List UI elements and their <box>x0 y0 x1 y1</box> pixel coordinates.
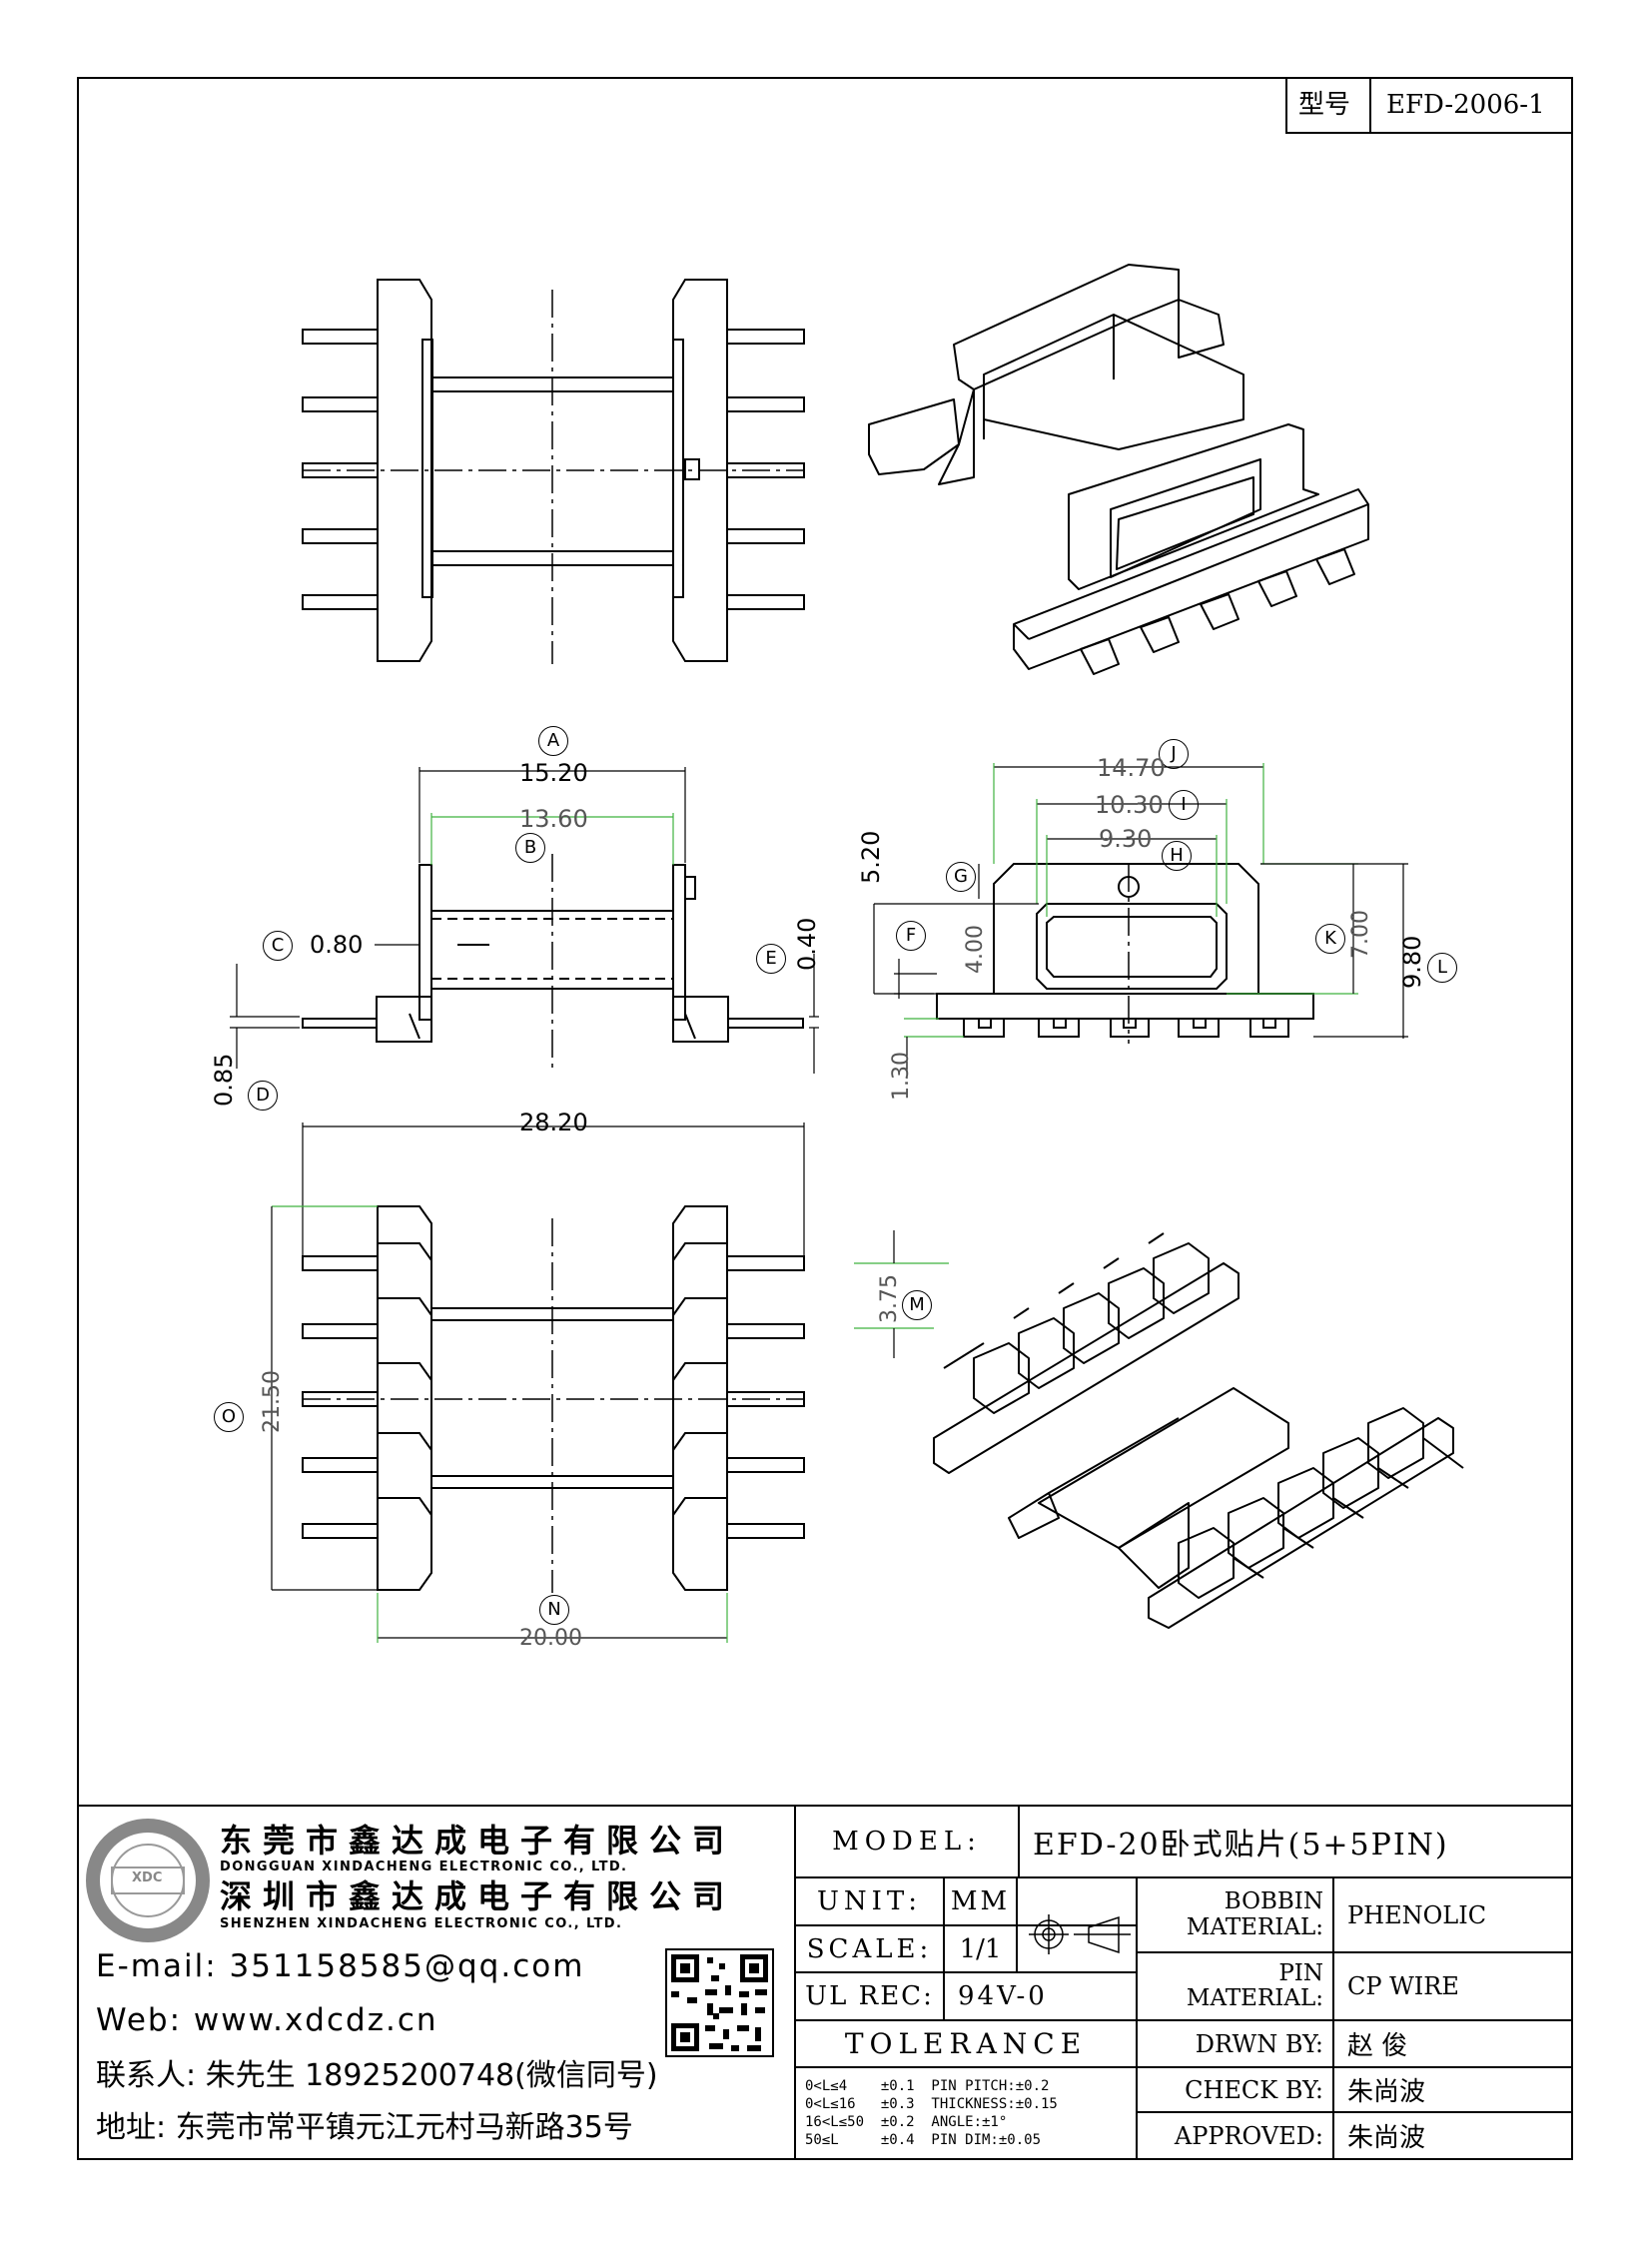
dim-label-d: D <box>248 1081 278 1111</box>
dim-label-a: A <box>538 726 568 756</box>
dim-label-l: L <box>1427 953 1457 983</box>
dim-label-n: N <box>539 1595 569 1625</box>
dim-value-n: 20.00 <box>519 1626 582 1651</box>
dim-value-pin-span: 28.20 <box>519 1109 588 1136</box>
pin <box>302 329 379 345</box>
tb-scale-label: SCALE: <box>806 1933 933 1964</box>
dim-label-i: I <box>1169 790 1199 820</box>
tb-tolerance-row-4: 50≤L ±0.4 PIN DIM:±0.05 <box>805 2132 1042 2148</box>
side-view-dims <box>873 763 1408 1079</box>
iso-bottom-dims <box>854 1230 949 1358</box>
dim-value-e: 0.40 <box>793 917 821 971</box>
pin <box>302 528 379 544</box>
tb-scale-value: 1/1 <box>959 1933 1002 1964</box>
company-address: 地址: 东莞市常平镇元江元村马新路35号 <box>96 2110 633 2145</box>
dim-value-g: 5.20 <box>857 830 885 884</box>
dim-label-c: C <box>263 931 293 961</box>
bottom-view <box>302 1205 805 1593</box>
company-name-sz-en: SHENZHEN XINDACHENG ELECTRONIC CO., LTD. <box>220 1916 623 1931</box>
dim-label-h: H <box>1162 841 1192 871</box>
iso-view-top <box>868 264 1369 675</box>
header-model-box <box>1285 77 1573 134</box>
header-model-label: 型号 <box>1298 90 1351 120</box>
dim-label-f: F <box>896 921 926 951</box>
company-name-dg: 东莞市鑫达成电子有限公司 <box>220 1822 736 1860</box>
tb-tolerance-label: TOLERANCE <box>844 2027 1088 2060</box>
tb-drawn-label: DRWN BY: <box>1195 2029 1323 2058</box>
dim-value-l: 9.80 <box>1398 935 1426 989</box>
tb-model-label: MODEL: <box>832 1827 982 1857</box>
dim-value-i: 10.30 <box>1095 791 1164 819</box>
dim-label-m: M <box>902 1290 932 1320</box>
dim-label-o: O <box>214 1402 244 1432</box>
sheet-border <box>77 77 1573 2160</box>
dim-label-k: K <box>1315 924 1345 954</box>
logo-text: XDC <box>132 1870 163 1885</box>
company-web: Web: www.xdcdz.cn <box>96 2002 438 2038</box>
side-view <box>936 863 1314 1044</box>
dim-value-b: 13.60 <box>519 805 588 833</box>
front-view <box>302 854 804 1074</box>
tb-unit-value: MM <box>950 1886 1011 1916</box>
tb-bobbin-value: PHENOLIC <box>1347 1900 1487 1929</box>
tb-pin-label: PIN MATERIAL: <box>1186 1959 1323 2011</box>
title-block-grid <box>78 1805 1572 2159</box>
dim-value-f: 4.00 <box>963 925 988 974</box>
tb-tolerance-row-2: 0<L≤16 ±0.3 THICKNESS:±0.15 <box>805 2096 1058 2112</box>
tb-check-value: 朱尚波 <box>1347 2077 1426 2107</box>
header-model-value: EFD-2006-1 <box>1386 90 1545 120</box>
tb-pin-value: CP WIRE <box>1347 1972 1459 2000</box>
tb-ul-value: 94V-0 <box>958 1981 1048 2011</box>
left-flange <box>377 279 432 662</box>
dim-value-c: 0.80 <box>310 931 364 959</box>
dim-value-o: 21.50 <box>260 1370 285 1433</box>
dim-label-g: G <box>946 862 976 892</box>
company-logo <box>86 1819 210 1942</box>
pin <box>726 396 805 412</box>
tb-approved-value: 朱尚波 <box>1347 2123 1426 2153</box>
pin <box>726 329 805 345</box>
tb-approved-label: APPROVED: <box>1174 2121 1323 2150</box>
pin <box>302 396 379 412</box>
dim-label-e: E <box>756 944 786 974</box>
tb-bobbin-label: BOBBIN MATERIAL: <box>1186 1888 1323 1940</box>
tb-model-value: EFD-20卧式贴片(5+5PIN) <box>1033 1828 1449 1863</box>
dim-value-foot: 1.30 <box>889 1052 914 1101</box>
bottom-view-dims <box>271 1122 805 1643</box>
dim-label-j: J <box>1159 739 1189 769</box>
tb-drawn-value: 赵 俊 <box>1347 2031 1408 2061</box>
dim-value-k: 7.00 <box>1348 910 1373 959</box>
tb-tolerance-row-3: 16<L≤50 ±0.2 ANGLE:±1° <box>805 2114 1008 2130</box>
projection-symbol <box>1029 1914 1131 1954</box>
dim-value-m: 3.75 <box>877 1274 902 1323</box>
right-flange <box>672 279 728 662</box>
qr-code <box>665 1948 774 2057</box>
dim-value-a: 15.20 <box>519 759 588 787</box>
tb-tolerance-row-1: 0<L≤4 ±0.1 PIN PITCH:±0.2 <box>805 2078 1050 2094</box>
pin <box>302 594 379 610</box>
tb-ul-label: UL REC: <box>805 1981 934 2011</box>
pin <box>726 528 805 544</box>
tb-unit-label: UNIT: <box>816 1886 923 1916</box>
tb-check-label: CHECK BY: <box>1185 2075 1323 2104</box>
dim-label-b: B <box>515 833 545 863</box>
dim-value-j: 14.70 <box>1097 754 1166 782</box>
dim-value-d: 0.85 <box>210 1053 238 1107</box>
front-view-dims <box>230 767 819 1074</box>
pin <box>726 594 805 610</box>
iso-view-bottom <box>933 1232 1464 1629</box>
company-contact: 联系人: 朱先生 18925200748(微信同号) <box>96 2058 658 2093</box>
company-name-sz: 深圳市鑫达成电子有限公司 <box>220 1877 736 1915</box>
top-view <box>302 279 805 664</box>
company-email: E-mail: 351158585@qq.com <box>96 1948 585 1984</box>
company-name-dg-en: DONGGUAN XINDACHENG ELECTRONIC CO., LTD. <box>220 1860 628 1874</box>
dim-value-h: 9.30 <box>1099 825 1153 853</box>
